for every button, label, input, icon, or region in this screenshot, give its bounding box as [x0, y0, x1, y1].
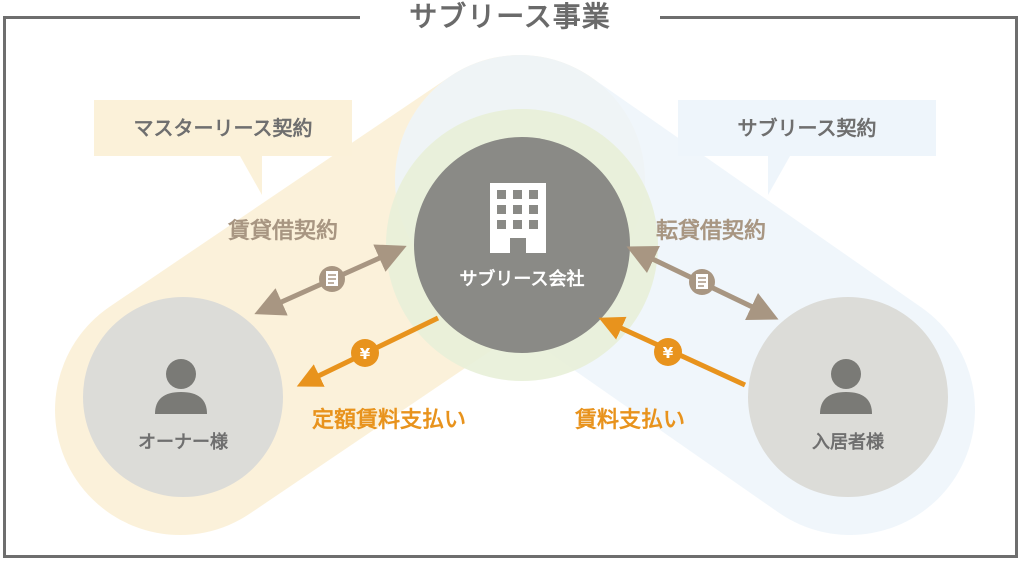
- sublease-bubble: [678, 100, 936, 195]
- master-lease-bubble: [94, 100, 352, 195]
- right-payment-label: 賃料支払い: [575, 408, 686, 433]
- right-document-icon: [689, 269, 715, 295]
- building-icon: [490, 183, 546, 253]
- owner-label: オーナー様: [138, 432, 228, 453]
- left-contract-label: 賃貸借契約: [228, 219, 339, 244]
- left-payment-label: 定額賃料支払い: [312, 408, 467, 433]
- right-yen-icon: ¥: [654, 338, 682, 366]
- tenant-person-icon: [820, 359, 872, 414]
- company-label: サブリース会社: [459, 269, 585, 290]
- owner-person-icon: [155, 359, 207, 414]
- master-lease-label: マスターリース契約: [133, 116, 313, 140]
- page-title: サブリース事業: [360, 0, 660, 34]
- left-document-icon: [319, 266, 345, 292]
- svg-text:¥: ¥: [663, 344, 674, 362]
- tenant-label: 入居者様: [812, 432, 884, 453]
- svg-text:¥: ¥: [360, 345, 371, 363]
- right-contract-label: 転貸借契約: [656, 219, 767, 244]
- left-yen-icon: ¥: [351, 339, 379, 367]
- sublease-label: サブリース契約: [737, 116, 877, 140]
